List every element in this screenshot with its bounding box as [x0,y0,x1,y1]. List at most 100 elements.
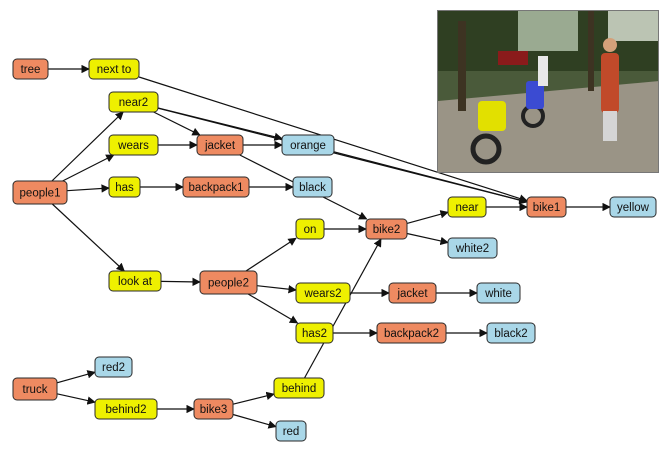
node-label: bike3 [200,404,228,416]
photo-bike-body-2 [526,81,544,109]
node-label: backpack2 [384,328,439,340]
photo-tree-trunk-2 [588,11,594,91]
node-box [476,282,521,304]
node-label: near2 [119,97,148,109]
node-label: red2 [102,362,125,374]
node-box [388,282,437,304]
node-wears2: wears2 [295,282,351,304]
node-box [295,322,334,344]
node-red2: red2 [94,356,133,378]
node-label: truck [23,384,48,396]
node-box [199,270,258,295]
photo-tree-trunk [458,21,466,111]
node-box [273,377,325,399]
node-box [281,134,335,156]
node-white: white [476,282,521,304]
edge-near2-to-jacket1 [153,111,201,136]
node-box [196,134,244,156]
node-black: black [292,176,333,198]
node-label: black [299,182,326,194]
node-label: next to [97,64,132,76]
node-orange: orange [281,134,335,156]
node-wears: wears [108,134,159,156]
node-label: jacket [204,140,236,152]
node-label: white [484,288,512,300]
node-box [486,322,536,344]
node-has: has [108,176,141,198]
edge-people2-to-has2 [247,293,299,324]
node-box [447,237,498,259]
node-box [275,420,307,442]
node-label: wears [117,140,149,152]
edge-people1-to-look_at [51,203,125,272]
node-label: white2 [455,243,489,255]
node-people1: people1 [12,180,68,205]
photo-truck [498,51,528,65]
node-near2: near2 [108,91,159,113]
node-box [526,196,567,218]
node-box [295,218,325,240]
node-box [12,58,49,80]
node-box [365,218,408,240]
node-backpack1: backpack1 [182,176,250,198]
photo-person-right-legs [603,111,617,141]
node-label: orange [290,140,326,152]
node-label: look at [118,276,153,288]
node-box [12,377,58,401]
node-behind2: behind2 [94,398,158,420]
node-box [447,196,487,218]
node-white2: white2 [447,237,498,259]
node-label: has2 [302,328,327,340]
photo-person-right [601,53,619,113]
node-label: people2 [208,278,249,290]
node-box [108,91,159,113]
photo-person-left [538,56,548,86]
node-look-at: look at [108,270,162,292]
node-near: near [447,196,487,218]
node-box [108,270,162,292]
edge-bike2-to-near [406,210,449,224]
node-box [108,176,141,198]
photo-person-head [603,38,617,52]
edge-truck-to-red2 [56,370,96,384]
node-box [376,322,447,344]
node-box [295,282,351,304]
edge-look_at-to-people2 [160,277,201,287]
edge-orange-to-bike1 [333,151,528,205]
node-label: behind2 [106,404,147,416]
edges-layer [48,64,611,429]
node-yellow: yellow [609,196,657,218]
node-box [193,398,234,420]
node-red: red [275,420,307,442]
node-bike2: bike2 [365,218,408,240]
node-jacket1: jacket [196,134,244,156]
node-box [292,176,333,198]
node-truck: truck [12,377,58,401]
node-label: people1 [20,188,61,200]
node-bike1: bike1 [526,196,567,218]
edge-bike3-to-behind [232,391,275,405]
node-box [94,398,158,420]
photo-icon [437,10,659,173]
node-has2: has2 [295,322,334,344]
node-box [12,180,68,205]
node-box [88,58,140,80]
node-label: tree [21,64,41,76]
photo-bike-wheel-front [470,133,502,165]
node-backpack2: backpack2 [376,322,447,344]
node-next-to: next to [88,58,140,80]
node-label: red [283,426,300,438]
node-people2: people2 [199,270,258,295]
node-label: yellow [617,202,650,214]
edge-truck-to-behind2 [56,393,96,405]
node-behind: behind [273,377,325,399]
node-label: bike1 [533,202,561,214]
edge-people1-to-has [66,184,110,193]
node-label: behind [282,383,317,395]
photo-sky-patch [518,11,578,51]
node-label: near [455,202,478,214]
photo-bike-body [478,101,506,131]
edge-bike3-to-red [232,413,277,429]
